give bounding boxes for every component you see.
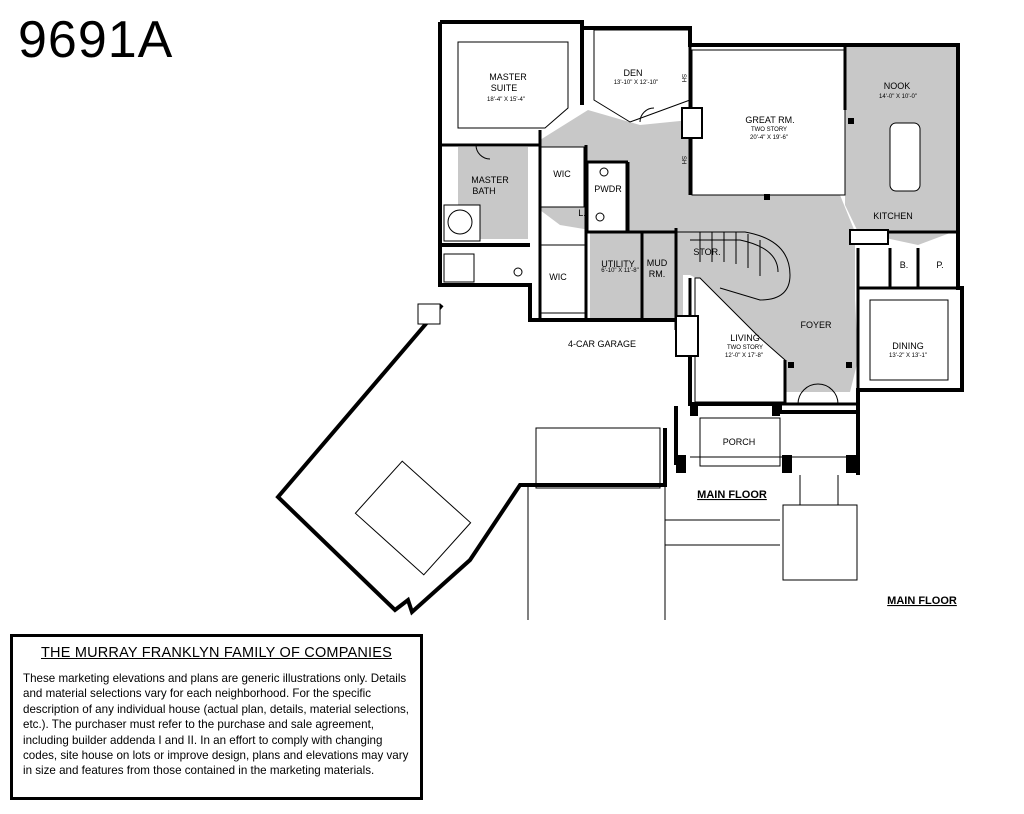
label-nook: NOOK xyxy=(884,81,911,91)
label-master-bath-1: MASTER xyxy=(471,175,509,185)
label-master-suite-2: SUITE xyxy=(491,83,518,93)
label-kitchen: KITCHEN xyxy=(873,211,913,221)
dims-den: 13'-10" X 12'-10" xyxy=(614,80,659,86)
label-utility: UTILITY xyxy=(601,259,635,269)
label-great-room: GREAT RM. xyxy=(745,115,794,125)
label-master-bath-2: BATH xyxy=(472,186,495,196)
label-storage: STOR. xyxy=(693,247,720,257)
label-porch: PORCH xyxy=(723,437,756,447)
note-living: TWO STORY xyxy=(727,345,763,351)
plan-title: 9691A xyxy=(18,11,174,69)
label-den: DEN xyxy=(623,68,642,78)
dims-dining: 13'-2" X 13'-1" xyxy=(889,353,927,359)
label-mud-room-1: MUD xyxy=(647,258,668,268)
room-whites xyxy=(457,29,949,489)
disclaimer-box: THE MURRAY FRANKLYN FAMILY OF COMPANIES … xyxy=(10,634,423,800)
label-living: LIVING xyxy=(730,333,760,343)
dims-great-room: 20'-4" X 19'-6" xyxy=(750,135,788,141)
label-shelf-1: SH xyxy=(680,74,686,82)
floor-label-right: MAIN FLOOR xyxy=(887,595,957,607)
label-garage: 4-CAR GARAGE xyxy=(568,339,636,349)
fixtures xyxy=(354,107,921,620)
label-shelf-2: SH xyxy=(680,156,686,164)
label-pwdr: PWDR xyxy=(594,184,622,194)
dims-living: 12'-0" X 17'-8" xyxy=(725,353,763,359)
label-dining: DINING xyxy=(892,341,924,351)
floor-label-center: MAIN FLOOR xyxy=(697,489,767,501)
label-wic-lower: WIC xyxy=(549,272,567,282)
note-great-room: TWO STORY xyxy=(751,127,787,133)
columns xyxy=(676,118,856,473)
label-pantry: P. xyxy=(936,260,943,270)
label-bench: B. xyxy=(900,260,909,270)
disclaimer-heading: THE MURRAY FRANKLYN FAMILY OF COMPANIES xyxy=(40,645,393,661)
room-labels: MASTER SUITE 18'-4" X 15'-4" DEN 13'-10"… xyxy=(471,68,943,447)
dims-nook: 14'-0" X 10'-0" xyxy=(879,94,917,100)
label-linen: L. xyxy=(578,208,586,218)
dims-utility: 6'-10" X 11'-8" xyxy=(601,268,638,274)
label-foyer: FOYER xyxy=(800,320,832,330)
disclaimer-body: These marketing elevations and plans are… xyxy=(23,672,410,778)
dims-master-suite: 18'-4" X 15'-4" xyxy=(487,97,525,103)
label-wic-upper: WIC xyxy=(553,169,571,179)
label-mud-room-2: RM. xyxy=(649,269,666,279)
label-master-suite-1: MASTER xyxy=(489,72,527,82)
